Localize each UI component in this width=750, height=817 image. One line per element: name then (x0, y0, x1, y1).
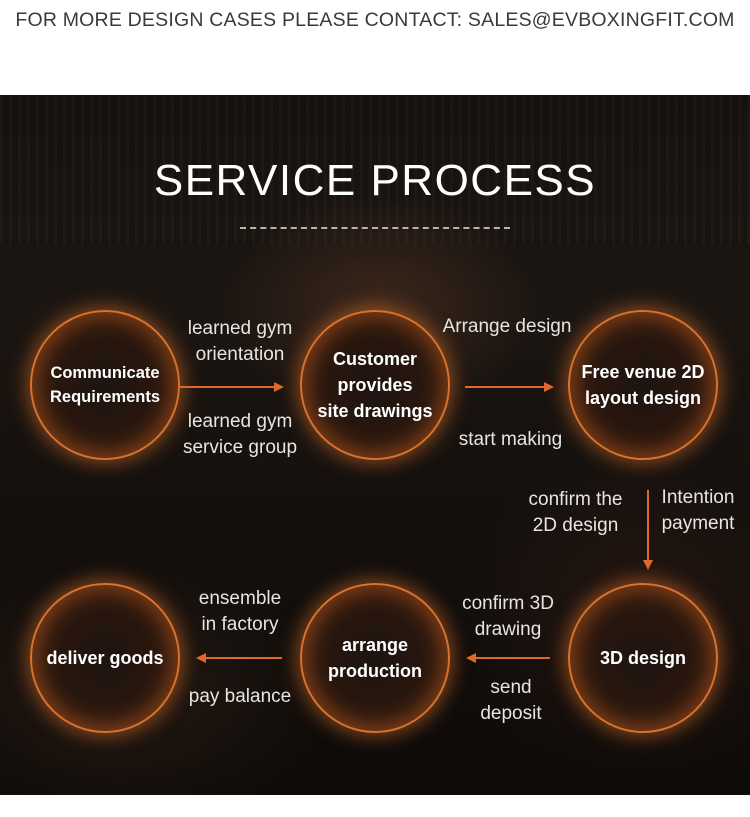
note-arrange-design: Arrange design (442, 316, 572, 337)
contact-text: FOR MORE DESIGN CASES PLEASE CONTACT: SA… (15, 9, 735, 31)
step-3d-design: 3D design (568, 583, 718, 733)
note-confirm-3d-drawing: confirm 3D drawing (462, 593, 554, 640)
step-label: 3D design (599, 648, 687, 668)
note-intention-payment: Intention payment (661, 487, 735, 534)
note-learned-gym-orientation: learned gym orientation (187, 318, 293, 365)
step-arrange-production: arrange production (300, 583, 450, 733)
step-label: Communicate Requirements (49, 364, 161, 406)
step-free-venue-2d-layout-design: Free venue 2D layout design (568, 310, 718, 460)
step-deliver-goods: deliver goods (30, 583, 180, 733)
page-title: SERVICE PROCESS (153, 156, 597, 205)
step-label: Free venue 2D layout design (581, 362, 705, 408)
service-process-panel: SERVICE PROCESS Communicate Requirements… (0, 95, 750, 795)
note-start-making: start making (458, 429, 563, 450)
note-pay-balance: pay balance (188, 686, 292, 707)
flow-arrows (180, 382, 653, 663)
title-divider (240, 227, 510, 229)
step-label: Customer provides site drawings (317, 349, 433, 421)
note-learned-gym-service-group: learned gym service group (182, 411, 298, 458)
step-label: arrange production (328, 635, 422, 681)
note-ensemble-in-factory: ensemble in factory (198, 588, 282, 635)
step-communicate-requirements: Communicate Requirements (30, 310, 180, 460)
step-label: deliver goods (46, 648, 164, 668)
bottom-strip (0, 795, 750, 817)
top-banner: FOR MORE DESIGN CASES PLEASE CONTACT: SA… (0, 0, 750, 95)
note-send-deposit: send deposit (480, 677, 542, 724)
background-ceiling (0, 95, 750, 245)
step-customer-provides-site-drawings: Customer provides site drawings (300, 310, 450, 460)
note-confirm-2d-design: confirm the 2D design (528, 489, 623, 536)
